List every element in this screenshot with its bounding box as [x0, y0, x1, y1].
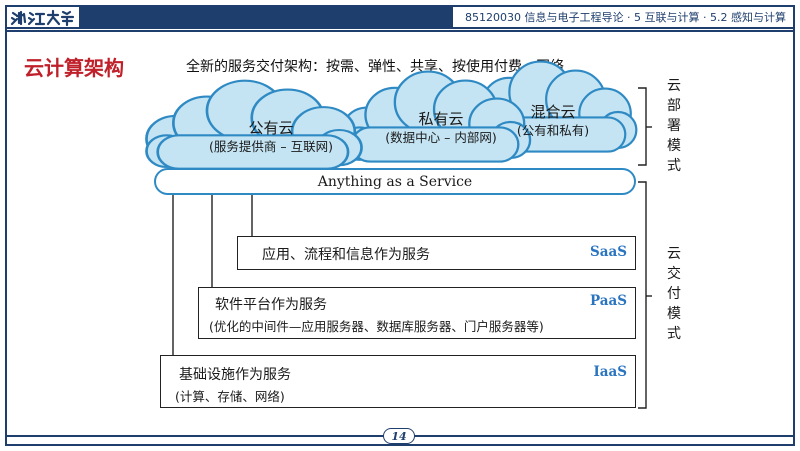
cloud-private-subtitle: (数据中心 – 内部网) [385, 130, 497, 145]
slide-subtitle: 全新的服务交付架构：按需、弹性、共享、按使用付费、网络 [186, 59, 564, 75]
deployment-model-label: 云 部 署 模 式 [667, 78, 681, 174]
cloud-hybrid: 混合云 (公有和私有) [498, 102, 608, 140]
header-divider [5, 30, 795, 32]
page-number: 14 [383, 428, 415, 444]
logo-block [7, 7, 79, 27]
university-logo [10, 9, 75, 27]
cloud-public-subtitle: (服务提供商 – 互联网) [209, 139, 333, 154]
cloud-private-title: 私有云 [418, 110, 464, 128]
cloud-private: 私有云 (数据中心 – 内部网) [366, 109, 516, 147]
layer-paas-desc: (优化的中间件—应用服务器、数据库服务器、门户服务器等) [209, 319, 544, 334]
layer-saas-name: 应用、流程和信息作为服务 [262, 247, 430, 263]
cloud-hybrid-title: 混合云 [530, 103, 576, 121]
layer-saas-code: SaaS [590, 244, 627, 260]
service-bar-shape [154, 168, 636, 195]
layer-paas-code: PaaS [589, 293, 627, 309]
cloud-public: 公有云 (服务提供商 – 互联网) [186, 118, 356, 156]
cloud-hybrid-subtitle: (公有和私有) [516, 123, 590, 138]
layer-iaas-code: IaaS [593, 364, 627, 380]
layer-iaas: 基础设施作为服务 (计算、存储、网络) IaaS [160, 355, 636, 408]
layer-paas-name: 软件平台作为服务 [215, 297, 327, 313]
layer-paas: 软件平台作为服务 (优化的中间件—应用服务器、数据库服务器、门户服务器等) Pa… [198, 287, 636, 339]
course-tab [453, 7, 793, 27]
delivery-bracket [638, 181, 652, 409]
cloud-public-title: 公有云 [248, 119, 294, 137]
course-info: 85120030 信息与电子工程导论 · 5 互联与计算 · 5.2 感知与计算 [465, 11, 786, 24]
service-bar-label: Anything as a Service [317, 174, 473, 190]
delivery-model-label: 云 交 付 模 式 [667, 246, 681, 342]
connector-lines [172, 195, 253, 355]
deployment-bracket [638, 87, 652, 166]
layer-saas: 应用、流程和信息作为服务 SaaS [237, 236, 636, 270]
layer-iaas-desc: (计算、存储、网络) [175, 389, 285, 404]
slide-title: 云计算架构 [24, 56, 124, 80]
layer-iaas-name: 基础设施作为服务 [179, 367, 291, 383]
